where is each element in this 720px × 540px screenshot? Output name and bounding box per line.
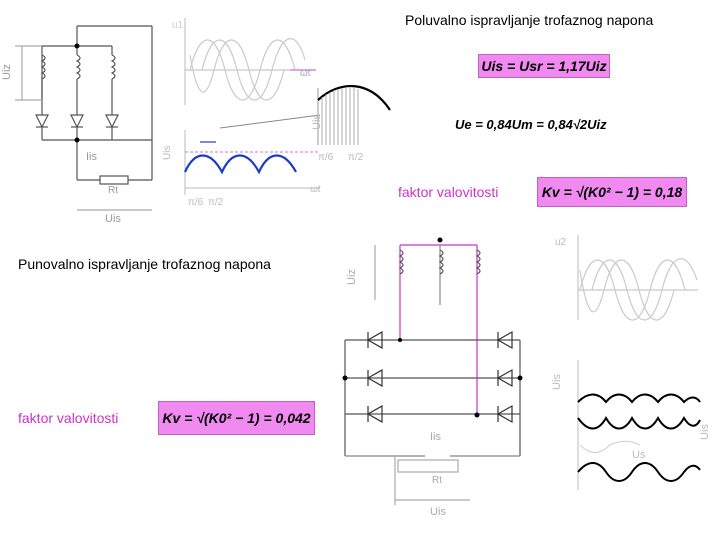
- svg-text:Uis: Uis: [430, 506, 446, 518]
- svg-text:u2: u2: [555, 237, 567, 248]
- svg-text:Uiz: Uiz: [346, 269, 358, 285]
- svg-text:Uiz: Uiz: [1, 64, 13, 80]
- svg-text:Iis: Iis: [86, 151, 98, 163]
- half-wave-ripple-formula: Kv = √(K0² − 1) = 0,18: [537, 177, 687, 207]
- full-wave-ripple-label: faktor valovitosti: [18, 410, 119, 426]
- svg-text:π/6: π/6: [318, 152, 334, 163]
- svg-text:Uis: Uis: [551, 374, 563, 390]
- svg-text:Uis: Uis: [311, 114, 323, 130]
- svg-text:π/2: π/2: [348, 152, 364, 163]
- svg-text:Uis: Uis: [105, 213, 121, 225]
- formula-effective-voltage: Ue = 0,84Um = 0,84√2Uiz: [455, 117, 607, 132]
- half-wave-ripple-label: faktor valovitosti: [398, 184, 499, 200]
- full-wave-circuit: [344, 244, 521, 505]
- svg-text:ωt: ωt: [310, 184, 321, 195]
- full-wave-waveforms: [577, 235, 701, 490]
- svg-text:Us: Us: [632, 449, 646, 461]
- half-wave-title: Poluvalno ispravljanje trofaznog napona: [405, 12, 654, 28]
- svg-text:Iis: Iis: [430, 431, 442, 443]
- svg-text:π/6: π/6: [188, 197, 204, 208]
- half-wave-waveforms: ωt: [183, 18, 391, 195]
- half-wave-circuit: [15, 25, 153, 211]
- full-wave-title: Punovalno ispravljanje trofaznog napona: [18, 256, 271, 272]
- svg-text:u1: u1: [172, 20, 184, 31]
- svg-text:Rt: Rt: [432, 475, 442, 486]
- full-wave-ripple-formula: Kv = √(K0² − 1) = 0,042: [158, 401, 315, 435]
- svg-text:Uis: Uis: [162, 146, 173, 160]
- formula-mean-voltage: Uis = Usr = 1,17Uiz: [478, 54, 610, 78]
- svg-text:Uis: Uis: [699, 424, 711, 440]
- svg-text:ωt: ωt: [300, 68, 311, 79]
- svg-text:π/2: π/2: [208, 197, 224, 208]
- svg-text:Rt: Rt: [108, 185, 118, 196]
